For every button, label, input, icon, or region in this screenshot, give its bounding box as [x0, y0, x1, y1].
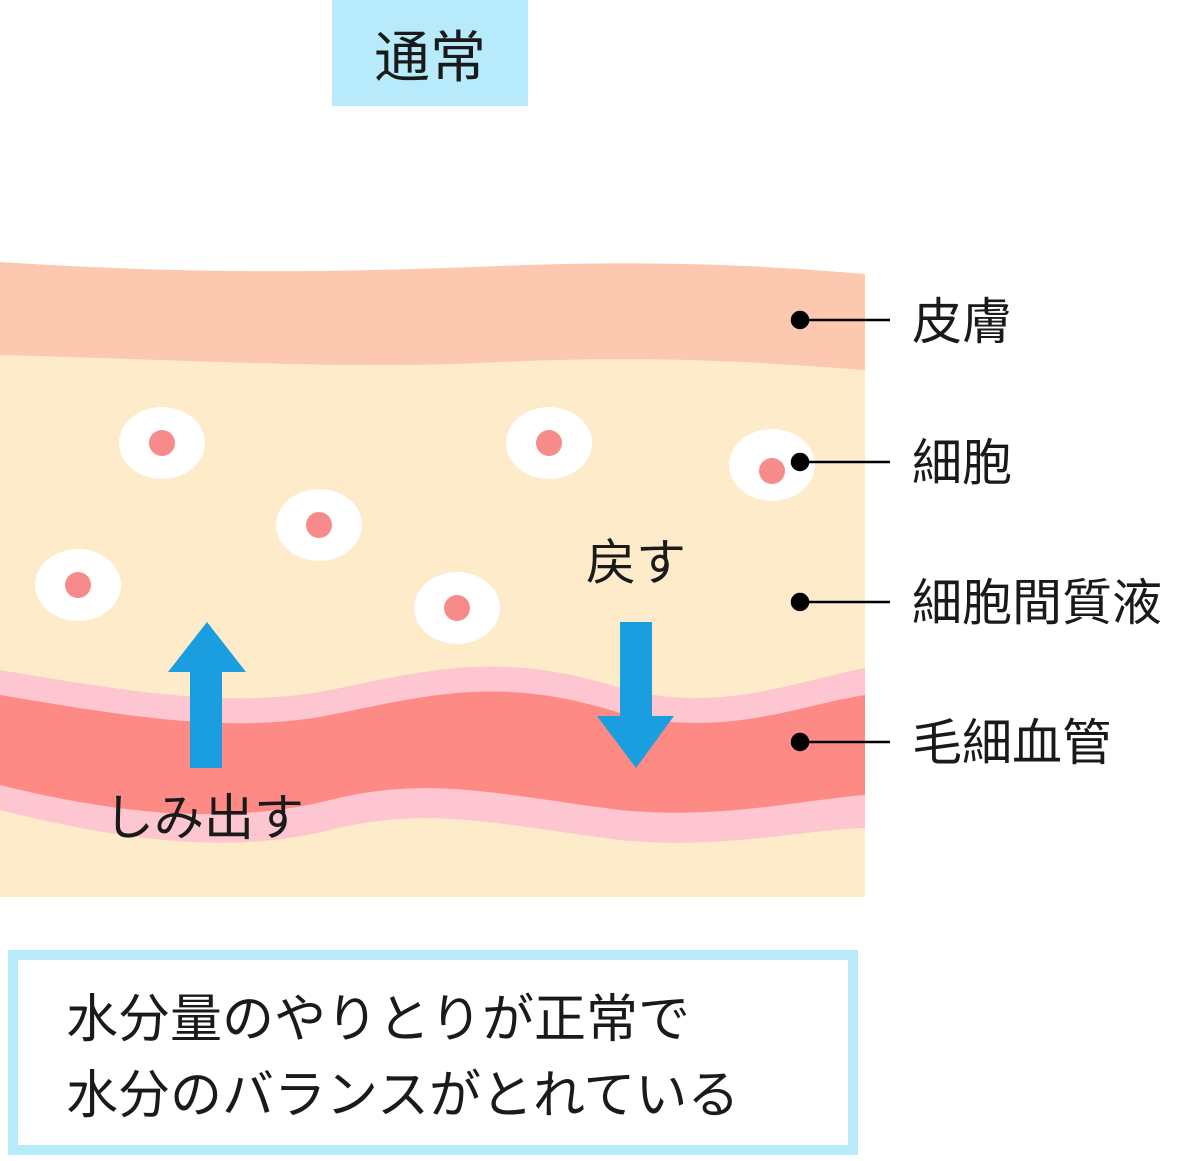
title-text: 通常	[374, 25, 486, 91]
return-label: 戻す	[586, 534, 686, 592]
cell	[506, 407, 592, 479]
skin-layer	[0, 262, 865, 370]
cell-nucleus	[759, 458, 785, 484]
cell	[35, 549, 121, 621]
label-leaders	[790, 310, 890, 752]
cell-nucleus	[444, 595, 470, 621]
cell-nucleus	[65, 572, 91, 598]
summary-box: 水分量のやりとりが正常で 水分のバランスがとれている	[8, 950, 858, 1155]
cell	[414, 572, 500, 644]
label-interstitial-fluid: 細胞間質液	[912, 574, 1162, 632]
cell-nucleus	[149, 430, 175, 456]
cell	[119, 407, 205, 479]
cell	[276, 489, 362, 561]
label-cell: 細胞	[912, 434, 1012, 492]
summary-line-1: 水分量のやりとりが正常で	[66, 990, 691, 1050]
seep-out-arrow-icon	[168, 622, 246, 768]
seep-out-label: しみ出す	[104, 789, 304, 847]
cell-nucleus	[536, 430, 562, 456]
title-badge: 通常	[332, 0, 528, 106]
label-skin: 皮膚	[912, 293, 1012, 351]
cell-nucleus	[306, 512, 332, 538]
cell	[729, 429, 815, 501]
label-capillary: 毛細血管	[912, 714, 1112, 772]
return-arrow-icon	[597, 622, 674, 768]
summary-line-2: 水分のバランスがとれている	[66, 1066, 740, 1126]
